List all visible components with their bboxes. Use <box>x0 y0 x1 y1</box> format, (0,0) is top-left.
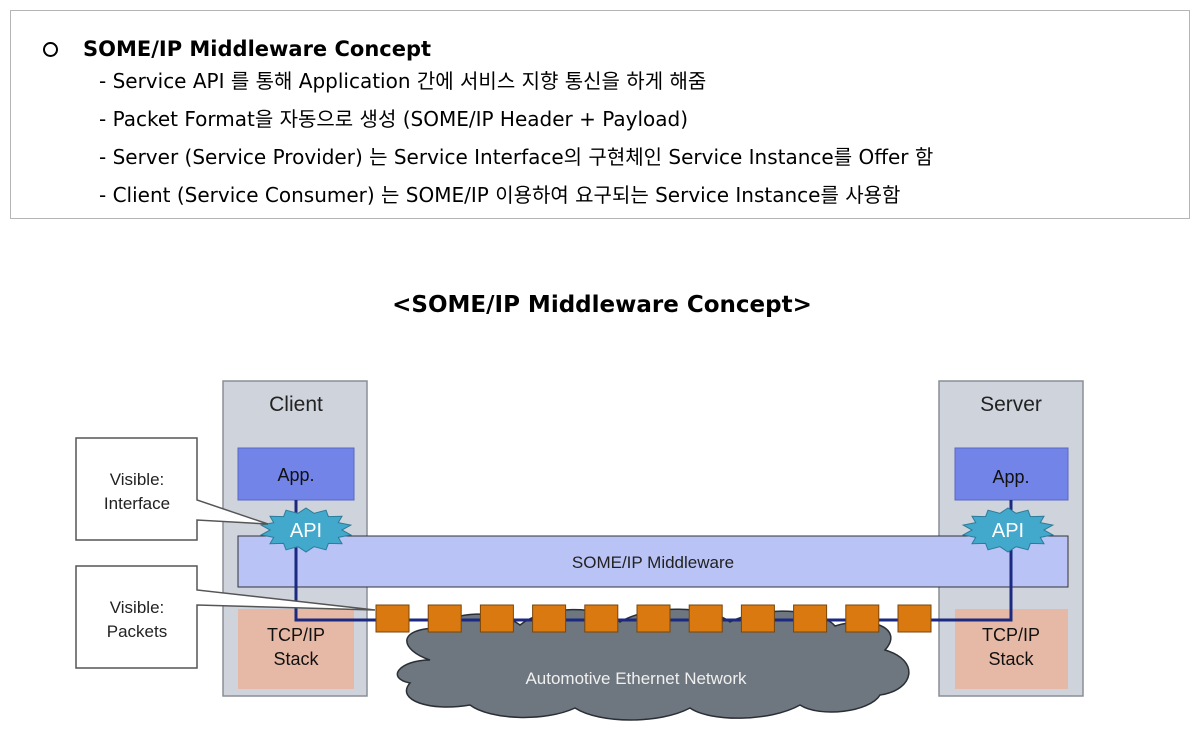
summary-item: - Server (Service Provider) 는 Service In… <box>99 145 934 169</box>
client-app-label: App. <box>277 465 314 485</box>
server-stack-label-line2: Stack <box>988 649 1034 669</box>
packet <box>740 604 775 633</box>
packet <box>897 604 932 633</box>
packet <box>427 604 462 633</box>
client-api-badge: API <box>259 507 353 553</box>
packets-callout-line1: Visible: <box>110 598 165 617</box>
diagram-caption: <SOME/IP Middleware Concept> <box>392 292 812 318</box>
client-stack-label-line2: Stack <box>273 649 319 669</box>
packet <box>532 604 567 633</box>
circle-bullet-icon <box>43 41 58 57</box>
server-app-label: App. <box>992 467 1029 487</box>
client-stack-box <box>238 609 354 689</box>
client-label: Client <box>269 393 323 416</box>
interface-callout <box>75 437 269 541</box>
server-api-label: API <box>992 520 1024 542</box>
summary-item: - Service API 를 통해 Application 간에 서비스 지향… <box>99 69 707 93</box>
middleware-bar <box>237 535 1069 588</box>
server-label: Server <box>980 393 1042 416</box>
middleware-label: SOME/IP Middleware <box>572 553 734 572</box>
summary-item: - Packet Format을 자동으로 생성 (SOME/IP Header… <box>99 107 688 131</box>
server-api-badge: API <box>961 507 1055 553</box>
packets-callout-line2: Packets <box>107 622 167 641</box>
packet <box>479 604 514 633</box>
interface-callout-line1: Visible: <box>110 470 165 489</box>
summary-item: - Client (Service Consumer) 는 SOME/IP 이용… <box>99 183 901 207</box>
packet <box>845 604 880 633</box>
packets-callout <box>75 565 376 669</box>
network-label: Automotive Ethernet Network <box>525 669 747 688</box>
client-stack-label-line1: TCP/IP <box>267 625 325 645</box>
packet <box>793 604 828 633</box>
packet <box>636 604 671 633</box>
packet-row <box>375 604 932 633</box>
server-stack-box <box>955 609 1068 689</box>
interface-callout-line2: Interface <box>104 494 170 513</box>
summary-heading: SOME/IP Middleware Concept <box>83 37 432 61</box>
summary-heading-line: SOME/IP Middleware Concept <box>43 37 431 61</box>
packet <box>584 604 619 633</box>
summary-box: SOME/IP Middleware Concept - Service API… <box>10 10 1190 219</box>
packet <box>688 604 723 633</box>
packet <box>375 604 410 633</box>
client-api-label: API <box>290 520 322 542</box>
server-stack-label-line1: TCP/IP <box>982 625 1040 645</box>
